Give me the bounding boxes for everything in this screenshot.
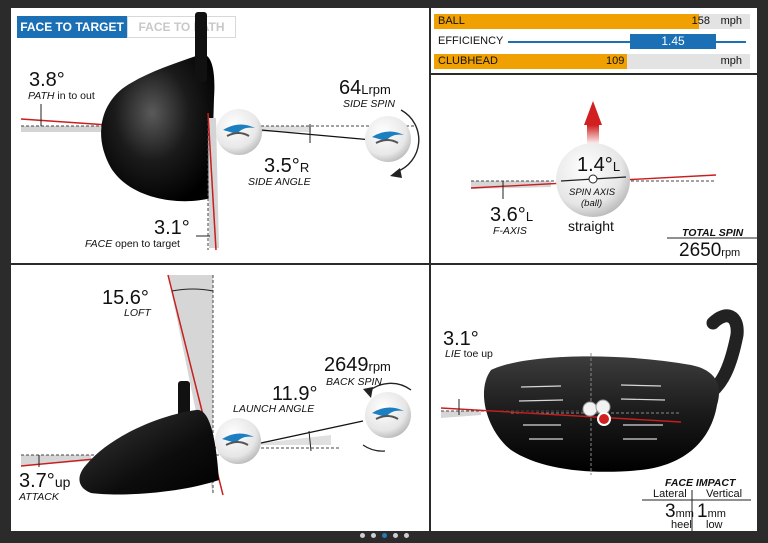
loft-caption: LOFT xyxy=(124,307,151,319)
lie-line xyxy=(440,407,682,423)
clubhead-speed-value: 109 xyxy=(606,55,625,67)
golf-ball-flight-icon xyxy=(365,116,411,162)
club-hosel xyxy=(178,381,190,421)
face-impact-diagram xyxy=(440,309,751,531)
ball-speed-value: 158 xyxy=(691,15,710,27)
side-angle-caption: SIDE ANGLE xyxy=(248,176,311,188)
ball-path-line xyxy=(260,129,384,142)
efficiency-label: EFFICIENCY xyxy=(438,35,504,47)
page-dot-2[interactable] xyxy=(370,533,376,538)
shot-shape: straight xyxy=(568,218,614,234)
vertical-dir: low xyxy=(706,519,723,531)
lie-caption: LIE toe up xyxy=(445,348,493,360)
impact-dot-1 xyxy=(582,401,598,417)
clubhead-speed-bar xyxy=(434,54,627,69)
efficiency-track xyxy=(508,41,746,43)
side-spin-arrow-icon xyxy=(390,168,402,178)
club-shaft-neck xyxy=(700,309,744,402)
side-spin-value: 64Lrpm xyxy=(339,77,391,99)
spin-axis-diagram xyxy=(470,101,757,239)
spin-axis-center xyxy=(588,174,598,184)
face-to-target-diagram xyxy=(20,12,420,251)
total-spin-label: TOTAL SPIN xyxy=(682,227,744,239)
back-spin-caption: BACK SPIN xyxy=(326,376,383,388)
path-wedge xyxy=(21,126,101,132)
impact-dot-2 xyxy=(595,399,611,415)
face-impact-title: FACE IMPACT xyxy=(665,477,736,489)
efficiency-row: EFFICIENCY 1.45 xyxy=(434,34,750,49)
ball-speed-label: BALL xyxy=(438,15,465,27)
spin-arrow-head-icon xyxy=(584,101,602,125)
side-angle-wedge xyxy=(261,126,311,132)
ball-speed-unit: mph xyxy=(720,15,742,27)
launch-angle-caption: LAUNCH ANGLE xyxy=(233,403,315,415)
page-dot-4[interactable] xyxy=(392,533,398,538)
club-side-view xyxy=(79,409,219,495)
impact-point xyxy=(597,412,611,426)
driver-head xyxy=(101,54,215,202)
page-dot-3[interactable] xyxy=(381,533,387,538)
launch-leader xyxy=(308,430,312,452)
lie-value: 3.1° xyxy=(443,328,479,350)
spin-arrow-shaft xyxy=(587,125,599,145)
loft-value: 15.6° xyxy=(102,287,149,309)
spin-axis-panel: 1.4°L SPIN AXIS (ball) 3.6°L F-AXIS stra… xyxy=(431,75,757,263)
loft-arc xyxy=(171,288,214,292)
golf-ball-impact-icon xyxy=(216,109,262,155)
side-spin-caption: SIDE SPIN xyxy=(343,98,395,110)
page-indicator xyxy=(0,533,768,541)
face-line xyxy=(207,112,217,251)
side-angle-value: 3.5°R xyxy=(264,155,310,177)
page-dot-1[interactable] xyxy=(359,533,365,538)
ball-speed-bar xyxy=(434,14,700,29)
clubhead-speed-label: CLUBHEAD xyxy=(438,55,498,67)
launch-line xyxy=(260,420,364,444)
face-to-target-panel: FACE TO TARGET FACE TO PATH xyxy=(11,8,429,263)
efficiency-value: 1.45 xyxy=(630,34,716,49)
back-spin-arrow-icon xyxy=(363,387,373,398)
launch-angle-value: 11.9° xyxy=(272,383,318,405)
ball-speed-row: BALL 158 mph xyxy=(434,14,750,29)
spin-axis-sub: (ball) xyxy=(581,198,603,209)
attack-value: 3.7°up xyxy=(19,470,71,492)
lateral-label: Lateral xyxy=(653,488,687,500)
face-caption: FACE open to target xyxy=(85,238,180,250)
total-spin: 2650rpm xyxy=(679,240,740,262)
f-axis-value: 3.6°L xyxy=(490,204,534,226)
speed-metrics-panel: BALL 158 mph EFFICIENCY 1.45 CLUBHEAD 10… xyxy=(431,8,757,73)
vertical-label: Vertical xyxy=(706,488,743,500)
golf-ball-launch-icon xyxy=(215,418,261,464)
clubhead-speed-row: CLUBHEAD 109 mph xyxy=(434,54,750,69)
spin-axis-value: 1.4°L xyxy=(577,154,621,176)
vertical-measure: 1mm xyxy=(697,501,726,522)
page-dot-5[interactable] xyxy=(403,533,409,538)
face-value: 3.1° xyxy=(154,217,190,239)
total-spin-unit: rpm xyxy=(721,247,741,259)
side-spin-arc xyxy=(395,109,420,173)
golf-ball-backspin-icon xyxy=(365,392,411,438)
clubhead-speed-unit: mph xyxy=(720,55,742,67)
back-spin-arc-lower xyxy=(362,444,386,452)
attack-caption: ATTACK xyxy=(19,491,59,503)
driver-hosel xyxy=(195,12,207,82)
total-spin-value: 2650 xyxy=(679,240,722,261)
f-axis-caption: F-AXIS xyxy=(493,225,527,237)
launch-diagram xyxy=(20,274,412,496)
lateral-measure: 3mm xyxy=(665,501,694,522)
launch-panel: 15.6° LOFT 2649rpm BACK SPIN 11.9° LAUNC… xyxy=(11,265,429,531)
lie-wedge xyxy=(441,411,481,418)
lateral-dir: heel xyxy=(671,519,692,531)
face-grooves xyxy=(518,384,666,440)
tab-face-to-target[interactable]: FACE TO TARGET xyxy=(17,16,127,38)
back-spin-value: 2649rpm xyxy=(324,354,391,376)
spin-axis-caption: SPIN AXIS xyxy=(569,187,616,198)
path-value: 3.8° xyxy=(29,69,65,91)
face-impact-panel: 3.1° LIE toe up FACE IMPACT Lateral Vert… xyxy=(431,265,757,531)
launch-wedge xyxy=(261,435,331,445)
path-caption: PATH in to out xyxy=(28,90,95,102)
